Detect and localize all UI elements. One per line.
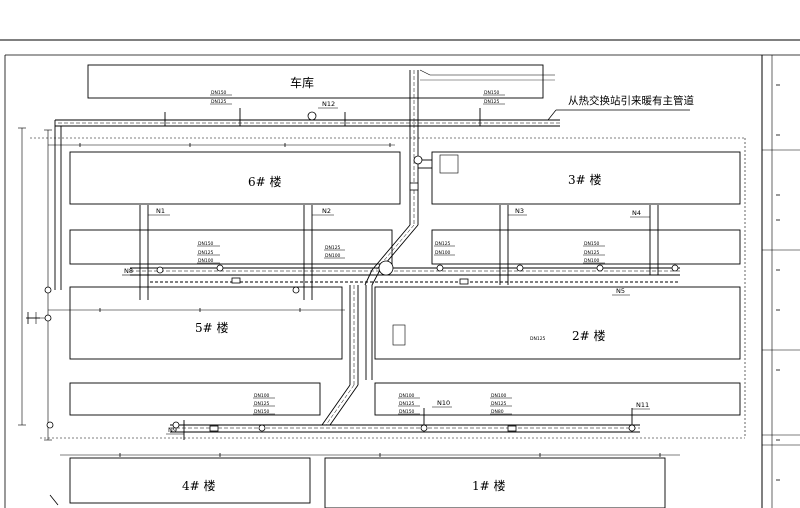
tag-n2-a: DN125 — [325, 245, 341, 251]
tag-3-a: DN150 — [584, 241, 600, 247]
sheet-frame — [0, 39, 800, 508]
main-pipe-note-leader-2 — [547, 109, 557, 121]
building-6-north — [69, 151, 401, 205]
tag-center-a: DN125 — [435, 241, 451, 247]
tag-garage-west-2: DN125 — [211, 99, 227, 105]
building-5 — [69, 286, 343, 360]
node-n10: N10 — [437, 399, 450, 407]
label-building-3: 3# 楼 — [568, 172, 602, 187]
node-n12: N12 — [322, 100, 335, 108]
building-2-south — [374, 382, 741, 416]
label-garage: 车库 — [290, 75, 314, 90]
tag-garage-west: DN150 — [211, 90, 227, 96]
node-n8: N8 — [124, 267, 133, 275]
building-2 — [374, 286, 741, 360]
pipe-network — [54, 70, 680, 440]
node-labels: N1 N2 N3 N4 N5 N8 N9 N10 N11 N12 — [124, 100, 649, 434]
tag-garage-east-2: DN125 — [484, 99, 500, 105]
building-6-south — [69, 229, 393, 265]
label-building-4: 4# 楼 — [182, 478, 216, 493]
building-3-north — [431, 151, 741, 205]
tag-2-center: DN125 — [530, 336, 546, 342]
building-5-south — [69, 382, 321, 416]
tag-2s-b: DN125 — [399, 401, 415, 407]
tag-5s-a: DN100 — [254, 393, 270, 399]
building-4 — [69, 457, 311, 504]
building-3-south — [431, 229, 741, 265]
label-building-2: 2# 楼 — [572, 328, 606, 343]
buildings — [69, 64, 741, 508]
main-pipe-note: 从热交换站引来暖有主管道 — [568, 94, 694, 107]
pipe-tag-boxes — [197, 94, 605, 415]
tag-6-b: DN125 — [198, 250, 214, 256]
tag-n2-b: DN100 — [325, 253, 341, 259]
pipe-centerlines — [58, 70, 680, 429]
tag-5s-b: DN125 — [254, 401, 270, 407]
pipe-tag-text: DN150 DN125 DN150 DN125 DN150 DN125 DN10… — [198, 90, 600, 415]
node-n2: N2 — [322, 207, 331, 215]
building-1 — [324, 457, 666, 508]
tag-6-c: DN100 — [198, 258, 214, 264]
tag-3-b: DN125 — [584, 250, 600, 256]
tag-2se-c: DN80 — [491, 409, 504, 415]
node-n11: N11 — [636, 401, 649, 409]
tag-5s-c: DN150 — [254, 409, 270, 415]
west-connection — [26, 312, 59, 506]
dimension-ticks — [79, 143, 661, 457]
node-n1: N1 — [156, 207, 165, 215]
tag-6-a: DN150 — [198, 241, 214, 247]
building-garage — [87, 64, 544, 99]
tag-garage-east: DN150 — [484, 90, 500, 96]
node-n4: N4 — [632, 209, 641, 217]
label-building-1: 1# 楼 — [472, 478, 506, 493]
tag-2s-c: DN150 — [399, 409, 415, 415]
node-leaders — [122, 69, 650, 435]
node-n3: N3 — [515, 207, 524, 215]
node-n5: N5 — [616, 287, 625, 295]
label-building-5: 5# 楼 — [195, 320, 229, 335]
tag-2se-a: DN100 — [491, 393, 507, 399]
tag-center-b: DN100 — [435, 250, 451, 256]
title-block-marks — [776, 84, 780, 481]
tag-2se-b: DN125 — [491, 401, 507, 407]
tag-3-c: DN100 — [584, 258, 600, 264]
label-building-6: 6# 楼 — [248, 174, 282, 189]
pipe-fittings — [44, 111, 679, 432]
node-n9: N9 — [168, 426, 177, 434]
tag-2s-a: DN100 — [399, 393, 415, 399]
